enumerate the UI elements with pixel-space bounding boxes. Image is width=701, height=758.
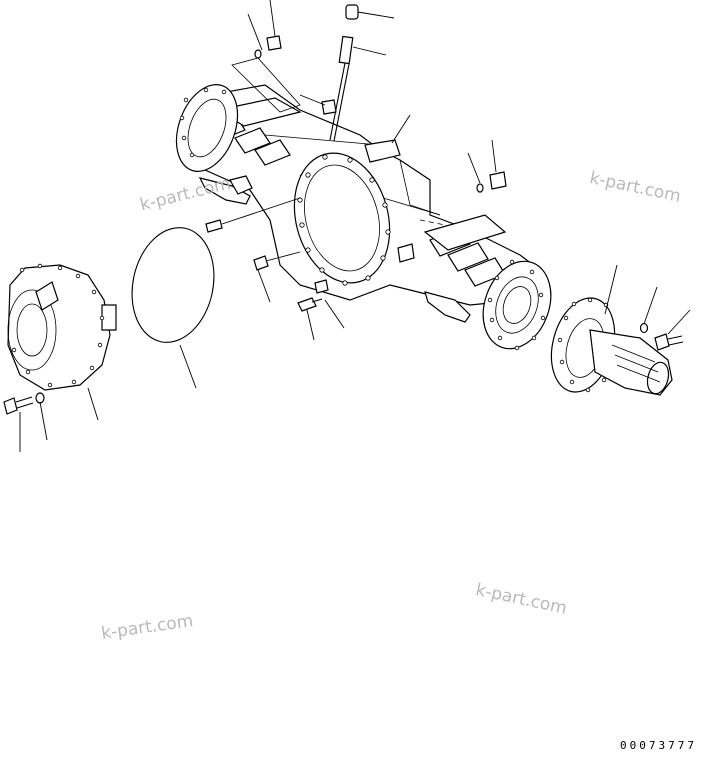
drawing-code: 00073777 <box>620 739 697 752</box>
dowel-pin <box>205 197 301 233</box>
breather-assembly <box>231 4 507 193</box>
mount-bolt <box>297 297 323 312</box>
gasket-ring <box>131 227 215 343</box>
leader-lines <box>19 0 691 452</box>
bolt-washer-right <box>639 322 684 351</box>
differential-carrier <box>7 263 117 391</box>
drain-plug <box>253 251 301 271</box>
axle-housing <box>175 84 552 351</box>
bolt-washer-left <box>3 392 45 415</box>
axle-shaft-hub <box>550 297 673 396</box>
